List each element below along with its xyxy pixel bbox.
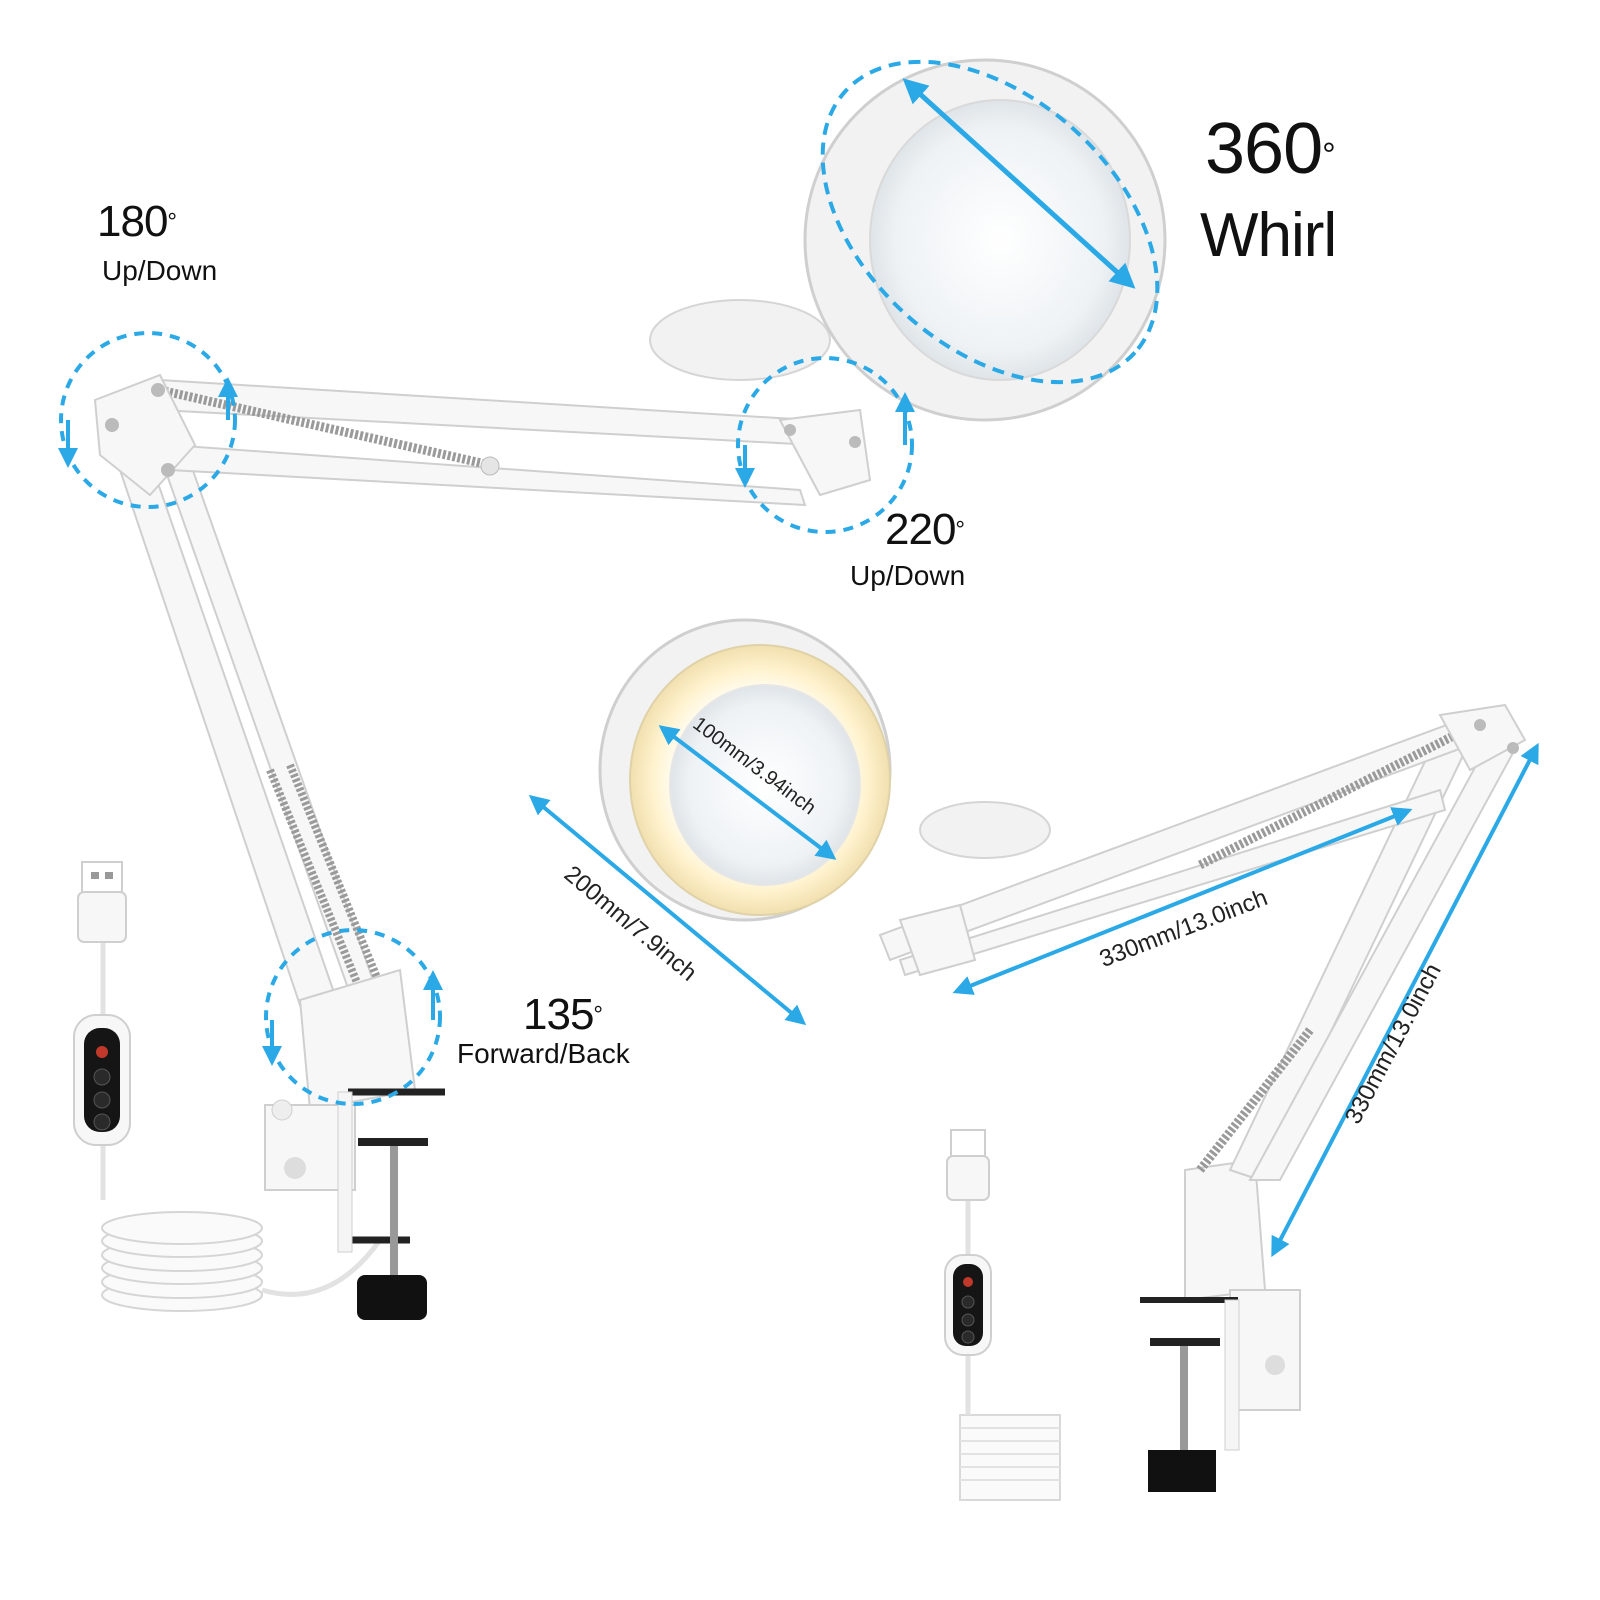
clamp-icon [1140, 1158, 1301, 1492]
caption-180: Up/Down [102, 255, 218, 286]
rotation-indicators [58, 59, 1160, 1106]
caption-360: Whirl [1200, 201, 1337, 270]
dimension-arrows [528, 725, 1539, 1258]
circle-220 [736, 356, 914, 534]
label-135: 135° [523, 990, 604, 1039]
controller-icon [944, 1254, 992, 1356]
circle-180 [59, 331, 237, 509]
cable-coil [101, 1211, 383, 1312]
label-180: 180° [97, 197, 178, 246]
left-lamp [73, 58, 1167, 1320]
label-220: 220° [885, 505, 966, 554]
angle-180-value: 180 [97, 197, 168, 246]
caption-220: Up/Down [850, 560, 966, 591]
right-arms [878, 703, 1527, 1182]
angle-135-value: 135 [523, 990, 594, 1039]
label-360: 360° [1205, 109, 1336, 189]
lower-arm [118, 446, 384, 1022]
cable-stack [959, 1200, 1061, 1501]
upper-arm [93, 373, 872, 507]
lamp-head-top [649, 58, 1167, 422]
clamp-icon [264, 968, 445, 1320]
caption-135: Forward/Back [457, 1038, 630, 1069]
led-ring-icon [598, 618, 1051, 922]
usb-plug-icon [77, 861, 127, 943]
angle-220-value: 220 [885, 505, 956, 554]
usb-plug-icon [946, 1129, 990, 1201]
controller-icon [73, 1014, 131, 1146]
circle-135 [264, 928, 442, 1106]
angle-360-value: 360 [1205, 109, 1323, 189]
